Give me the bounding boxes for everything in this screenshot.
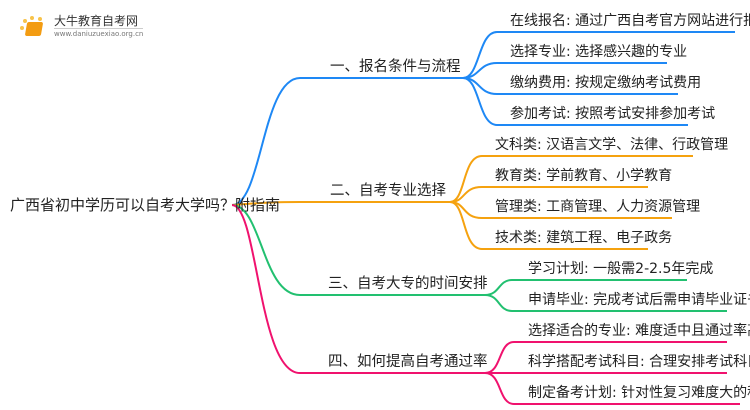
child-topic: 参加考试: 按照考试安排参加考试: [510, 106, 716, 122]
child-topic: 选择专业: 选择感兴趣的专业: [510, 44, 688, 60]
branch-4-lines: [231, 204, 740, 405]
branch-label: 二、自考专业选择: [330, 183, 446, 199]
child-topic: 缴纳费用: 按规定缴纳考试费用: [510, 75, 702, 91]
child-topic: 在线报名: 通过广西自考官方网站进行报名: [510, 13, 750, 29]
child-topic: 申请毕业: 完成考试后需申请毕业证书: [528, 292, 750, 308]
root-topic: 广西省初中学历可以自考大学吗？附指南: [10, 196, 281, 214]
logo-name: 大牛教育自考网: [54, 14, 139, 28]
branch-label: 四、如何提高自考通过率: [328, 354, 488, 370]
book-logo-icon: [20, 15, 46, 38]
branch-2-lines: [231, 155, 693, 250]
branch-label: 一、报名条件与流程: [330, 59, 461, 75]
child-topic: 科学搭配考试科目: 合理安排考试科目: [528, 354, 750, 370]
child-topic: 技术类: 建筑工程、电子政务: [495, 230, 673, 246]
child-topic: 制定备考计划: 针对性复习难度大的科目: [528, 385, 750, 401]
branch-1-lines: [231, 31, 735, 206]
logo-url: www.daniuzuexiao.org.cn: [54, 28, 144, 38]
child-topic: 教育类: 学前教育、小学教育: [495, 168, 673, 184]
site-logo: 大牛教育自考网 www.daniuzuexiao.org.cn: [20, 14, 144, 39]
child-topic: 选择适合的专业: 难度适中且通过率高: [528, 323, 750, 339]
child-topic: 管理类: 工商管理、人力资源管理: [495, 199, 701, 215]
branch-3-lines: [231, 204, 727, 312]
branch-label: 三、自考大专的时间安排: [328, 276, 488, 292]
child-topic: 文科类: 汉语言文学、法律、行政管理: [495, 137, 729, 153]
child-topic: 学习计划: 一般需2-2.5年完成: [528, 261, 714, 277]
